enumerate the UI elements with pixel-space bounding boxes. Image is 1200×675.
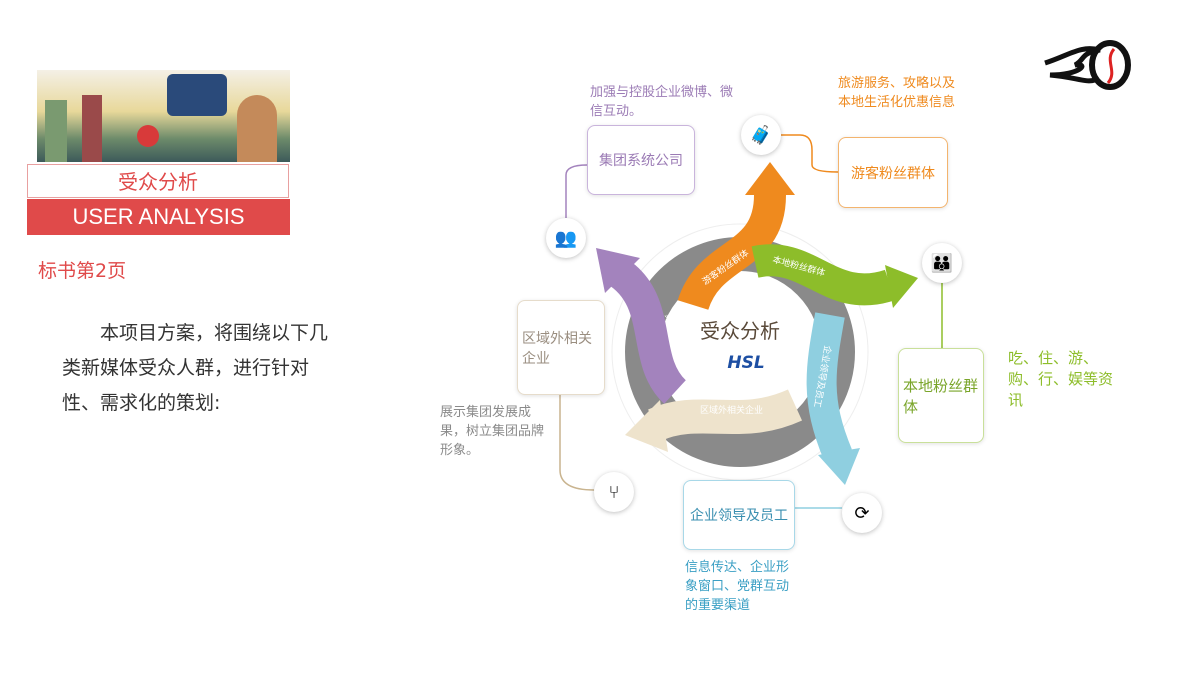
arrow-orange <box>677 162 795 311</box>
note-tourist-fans: 旅游服务、攻略以及本地生活化优惠信息 <box>838 76 956 110</box>
box-group-companies: 集团系统公司 <box>587 125 695 195</box>
note-local-fans: 吃、住、游、购、行、娱等资讯 <box>1008 349 1114 409</box>
box-tourist-fans: 游客粉丝群体 <box>838 137 948 208</box>
arrow-blue <box>806 312 860 485</box>
org-chart-icon: ⑂ <box>594 472 634 512</box>
banner-illustration <box>37 70 290 162</box>
page-label: 标书第2页 <box>38 260 127 282</box>
group-people-icon: 👥 <box>546 218 586 258</box>
center-disc <box>678 290 802 414</box>
arrow-green <box>751 244 918 308</box>
arrow-beige <box>625 389 803 452</box>
flame-logo-icon <box>1044 40 1131 90</box>
section-title-en: USER ANALYSIS <box>27 199 290 235</box>
box-external-companies: 区域外相关企业 <box>517 300 605 395</box>
arrow-purple <box>596 248 687 404</box>
center-title: 受众分析 <box>700 319 780 343</box>
arrow-label-3: 区域外相关企业 <box>700 404 763 416</box>
team-cycle-icon: ⟳ <box>842 493 882 533</box>
tourist-icon: 🧳 <box>741 115 781 155</box>
note-staff: 信息传达、企业形象窗口、党群互动的重要渠道 <box>685 560 790 613</box>
family-icon: 👪 <box>922 243 962 283</box>
intro-text: 本项目方案，将围绕以下几类新媒体受众人群，进行针对性、需求化的策划: <box>62 322 329 414</box>
note-external-companies: 展示集团发展成果，树立集团品牌形象。 <box>440 405 545 458</box>
section-title-cn: 受众分析 <box>27 164 289 198</box>
box-staff: 企业领导及员工 <box>683 480 795 550</box>
hsl-logo: HSL <box>727 353 764 373</box>
note-group-companies: 加强与控股企业微博、微信互动。 <box>590 85 734 119</box>
box-local-fans: 本地粉丝群体 <box>898 348 984 443</box>
